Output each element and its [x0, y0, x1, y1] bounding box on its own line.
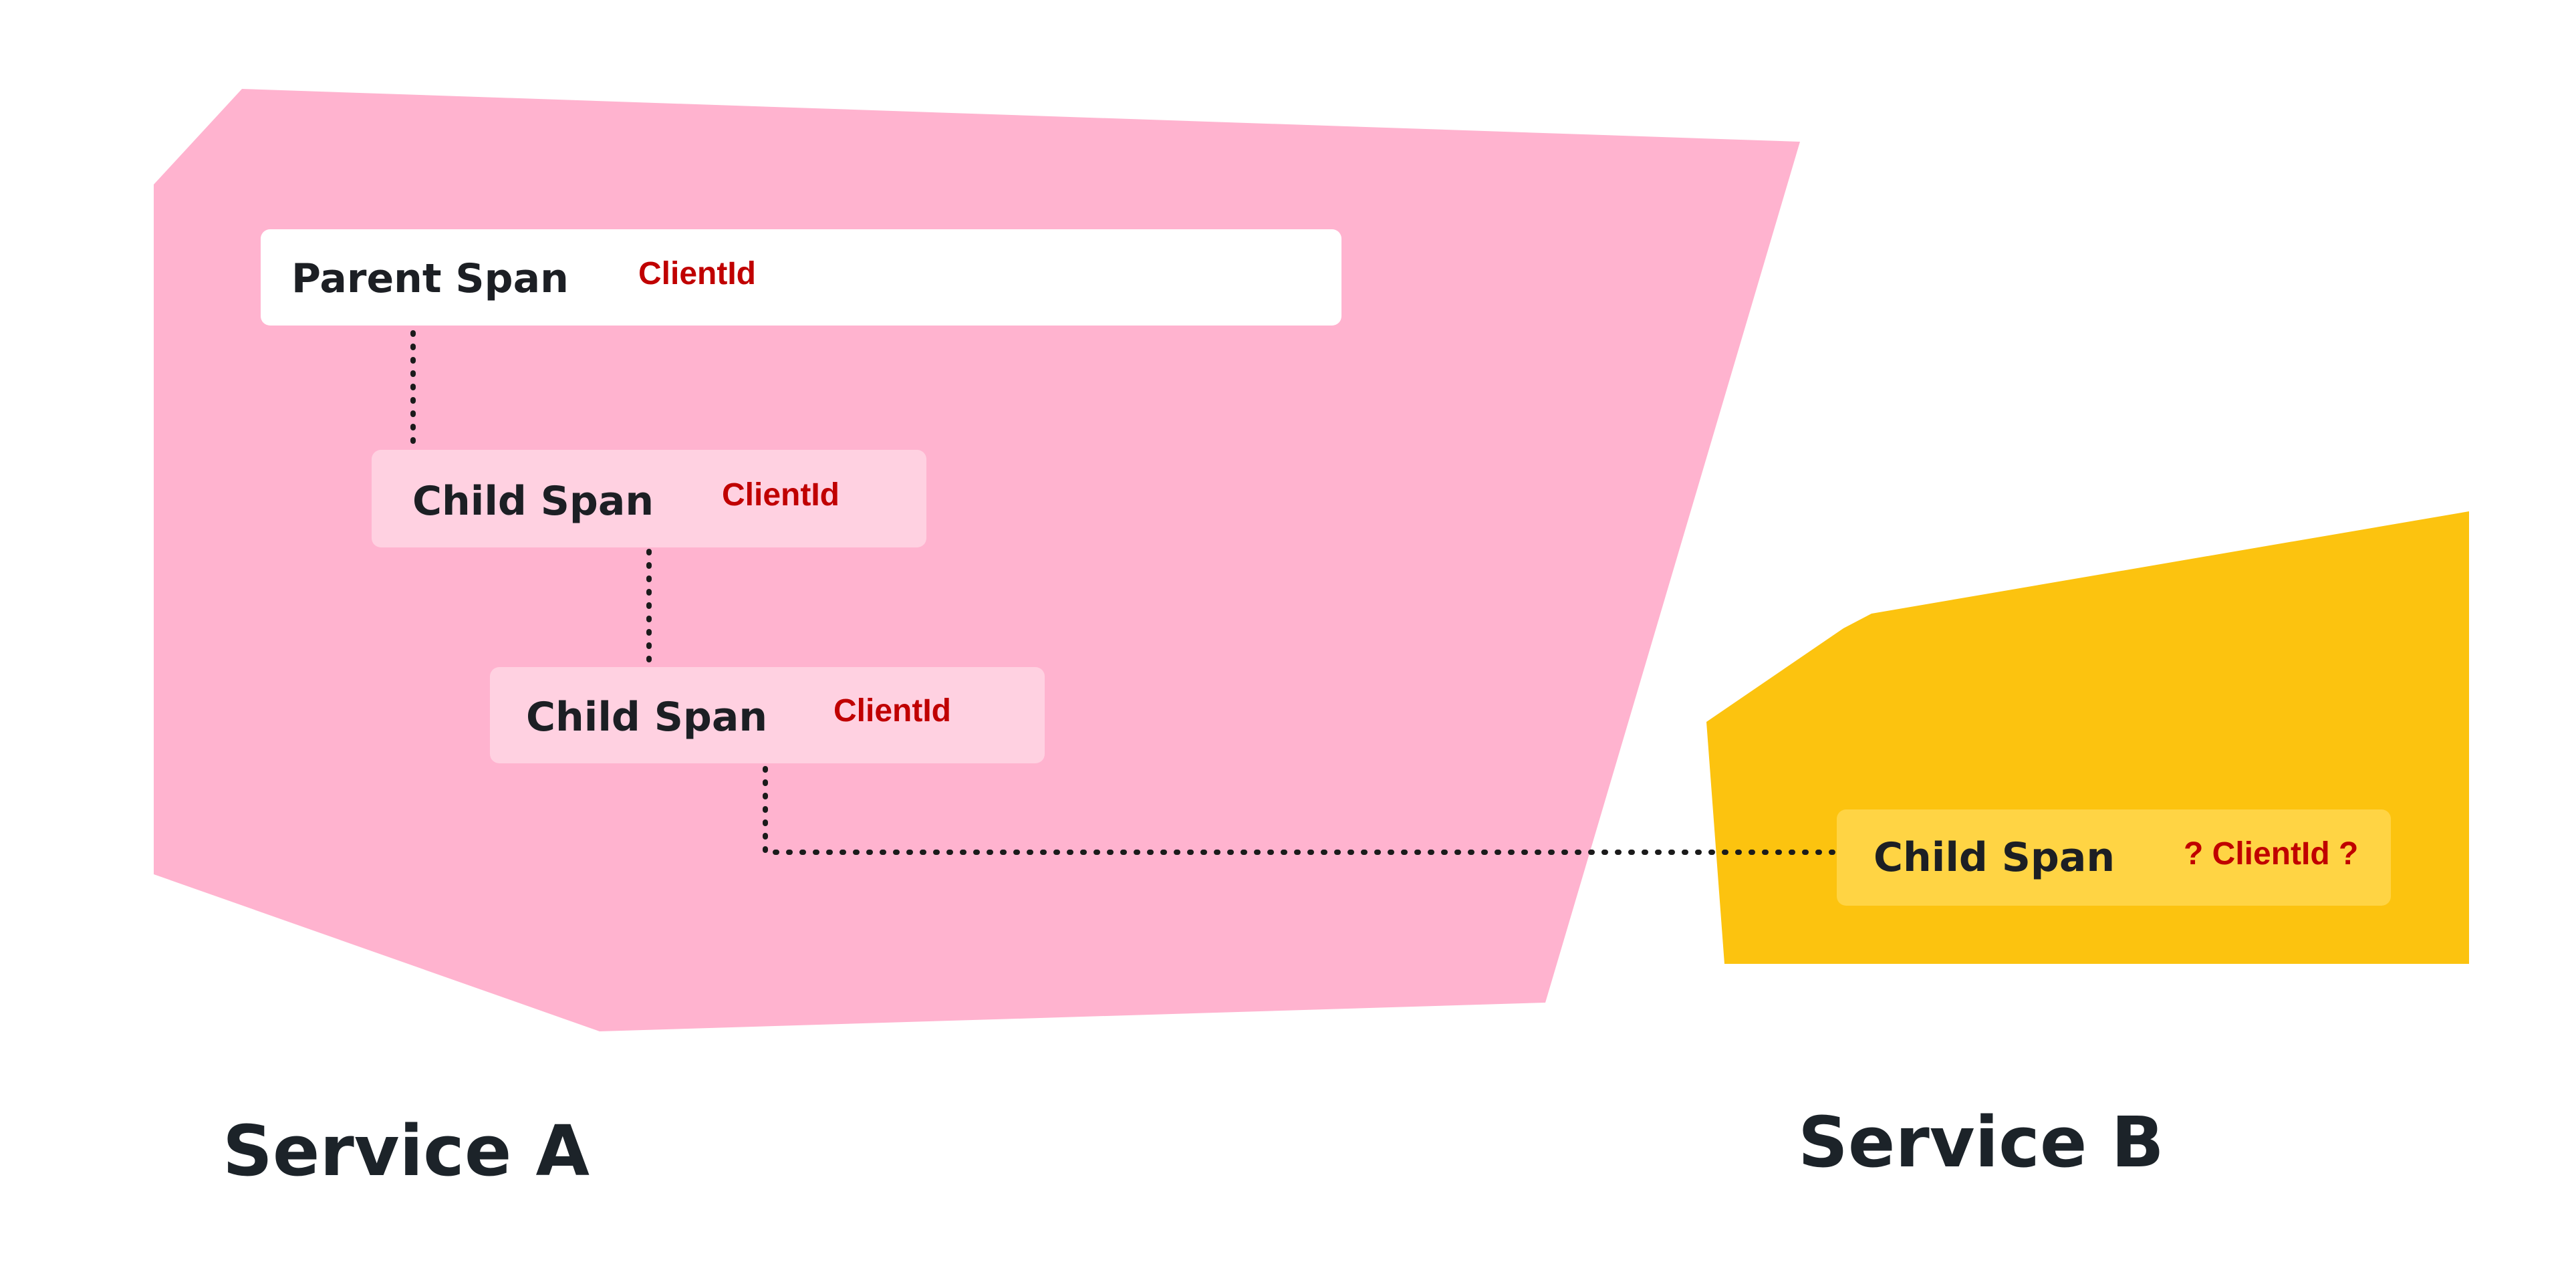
connector-child-2-to-service-b: [763, 766, 1835, 855]
parent-span-client-id: ClientId: [638, 256, 756, 291]
parent-span-title: Parent Span: [291, 255, 569, 302]
child-span-bar-1: [372, 450, 926, 547]
service-b-child-span-title: Child Span: [1874, 834, 2115, 881]
child-span-bar-2: [490, 667, 1045, 763]
child-span-2-client-id: ClientId: [833, 693, 951, 729]
child-span-2-title: Child Span: [526, 694, 768, 741]
service-b-child-span-bar: [1837, 809, 2391, 906]
child-span-1-client-id: ClientId: [722, 477, 840, 513]
service-b-label: Service B: [1798, 1102, 2164, 1183]
service-b-child-span-client-id: ? ClientId ?: [2184, 836, 2359, 872]
child-span-1-title: Child Span: [412, 478, 654, 525]
service-a-label: Service A: [223, 1110, 590, 1192]
parent-span-bar: [261, 229, 1341, 326]
